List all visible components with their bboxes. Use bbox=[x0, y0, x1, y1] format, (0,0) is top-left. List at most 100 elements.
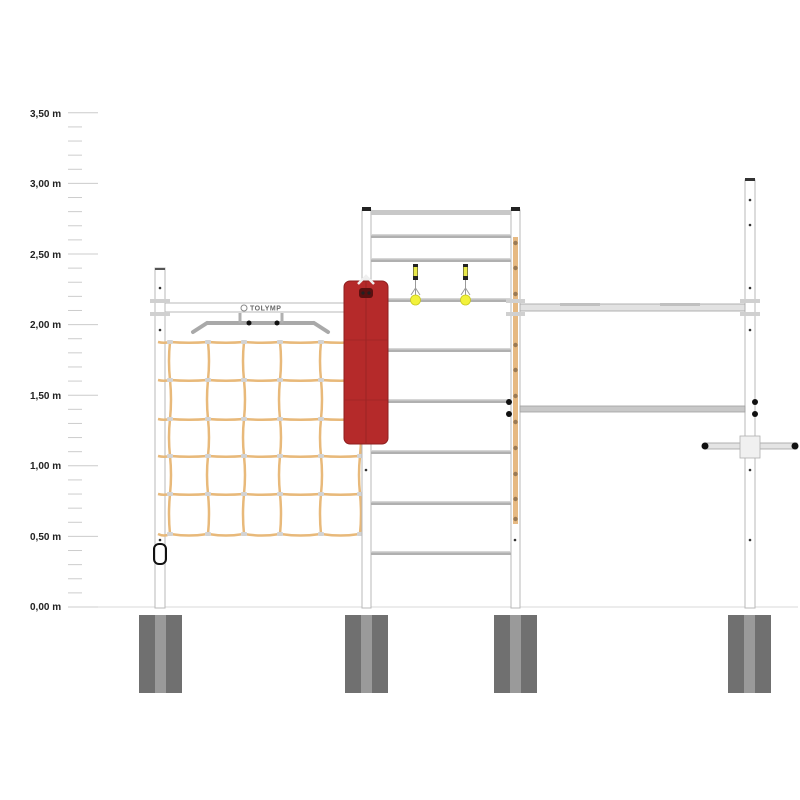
pull-up-bar bbox=[191, 313, 330, 334]
bolt-dot bbox=[748, 198, 752, 202]
wood-peg bbox=[513, 419, 518, 425]
wood-peg bbox=[513, 393, 518, 399]
brand-name: TOLYMP bbox=[250, 306, 281, 313]
wall-bar-rung bbox=[371, 399, 511, 403]
net-knot bbox=[277, 340, 283, 344]
wall-bar-rung-highlight bbox=[371, 258, 511, 260]
net-knot bbox=[318, 378, 324, 382]
wall-bar-rung-highlight bbox=[371, 234, 511, 236]
bolt-dot bbox=[158, 286, 162, 290]
net-knot bbox=[277, 417, 283, 421]
net-knot bbox=[167, 492, 173, 496]
net-knot bbox=[277, 378, 283, 382]
post-right bbox=[744, 179, 756, 609]
wood-peg bbox=[513, 516, 518, 522]
gym-ring-handle bbox=[410, 264, 421, 306]
wall-bar-rung bbox=[371, 551, 511, 555]
bolt-dot bbox=[158, 328, 162, 332]
brand-logo: TOLYMP bbox=[240, 304, 281, 313]
horizontal-ladder bbox=[519, 303, 746, 312]
gym-ring-handle bbox=[460, 264, 471, 306]
gym-ring-handles bbox=[410, 264, 471, 306]
net-knot bbox=[241, 417, 247, 421]
scale-label-0-00: 0,00 m bbox=[30, 602, 61, 613]
net-rope bbox=[157, 492, 361, 496]
net-section: TOLYMP bbox=[150, 267, 363, 609]
net-knot bbox=[167, 532, 173, 536]
net-knot bbox=[241, 532, 247, 536]
net-knot bbox=[318, 532, 324, 536]
post-dots bbox=[158, 198, 752, 542]
net-knot bbox=[277, 532, 283, 536]
net-rope bbox=[157, 454, 361, 458]
wall-bar-rung-highlight bbox=[371, 399, 511, 401]
net-knot bbox=[318, 340, 324, 344]
net-knot bbox=[318, 492, 324, 496]
foundation-block bbox=[345, 615, 388, 693]
bolt-dot bbox=[513, 538, 517, 542]
bolt-dot bbox=[748, 223, 752, 227]
knob-icon bbox=[752, 411, 758, 417]
wall-bar-rung-highlight bbox=[371, 298, 511, 300]
bolt-dot bbox=[748, 538, 752, 542]
net-rope bbox=[205, 341, 211, 535]
scale-label-2-00: 2,00 m bbox=[30, 320, 61, 331]
punching-bag bbox=[343, 274, 389, 445]
net-knot bbox=[277, 454, 283, 458]
wall-bar-rung bbox=[371, 258, 511, 262]
wall-bar-rungs bbox=[371, 234, 511, 555]
wall-bar-rung bbox=[371, 501, 511, 505]
wood-peg bbox=[513, 342, 518, 348]
net-knot bbox=[205, 417, 211, 421]
net-knot bbox=[167, 417, 173, 421]
scale-label-1-50: 1,50 m bbox=[30, 391, 61, 402]
wall-bar-rung-highlight bbox=[371, 551, 511, 553]
foundation-block bbox=[139, 615, 182, 693]
knob-icon bbox=[506, 411, 512, 417]
net-rope bbox=[157, 378, 361, 382]
net-rope bbox=[241, 341, 247, 535]
scale-label-2-50: 2,50 m bbox=[30, 250, 61, 261]
net-knot bbox=[318, 454, 324, 458]
net-knot bbox=[241, 454, 247, 458]
wood-peg bbox=[513, 471, 518, 477]
net-knot bbox=[205, 532, 211, 536]
height-scale: 0,00 m 0,50 m 1,00 m 1,50 m 2,00 m 2,50 … bbox=[30, 109, 798, 613]
bolt-dot bbox=[748, 328, 752, 332]
net-knot bbox=[241, 340, 247, 344]
net-knot bbox=[318, 417, 324, 421]
carabiner-icon bbox=[153, 543, 167, 565]
parallel-bar bbox=[519, 405, 746, 413]
net-knot bbox=[241, 378, 247, 382]
knob-icon bbox=[506, 399, 512, 405]
knob-icon bbox=[752, 399, 758, 405]
net-rope bbox=[277, 341, 283, 535]
wall-bar-rung bbox=[371, 348, 511, 352]
wall-bar-rung bbox=[371, 450, 511, 454]
net-rope bbox=[318, 341, 324, 535]
net-knot bbox=[205, 378, 211, 382]
net-knot bbox=[167, 454, 173, 458]
net-knot bbox=[167, 378, 173, 382]
wood-peg bbox=[513, 265, 518, 271]
scale-label-0-50: 0,50 m bbox=[30, 532, 61, 543]
climbing-net bbox=[157, 340, 363, 537]
net-rope bbox=[157, 340, 361, 344]
net-rope bbox=[167, 341, 173, 535]
wood-inset bbox=[513, 237, 518, 524]
wood-pegs bbox=[513, 240, 518, 522]
scale-label-1-00: 1,00 m bbox=[30, 461, 61, 472]
net-rope bbox=[157, 532, 361, 537]
net-rope bbox=[157, 417, 361, 421]
wall-bar-rung-highlight bbox=[371, 348, 511, 350]
bolt-dot bbox=[748, 468, 752, 472]
wood-peg bbox=[513, 496, 518, 502]
foundation-blocks bbox=[139, 615, 771, 693]
post-left bbox=[154, 267, 166, 609]
net-knot bbox=[241, 492, 247, 496]
wood-peg bbox=[513, 445, 518, 451]
wall-bars-top-rail bbox=[371, 210, 511, 215]
ladder-section bbox=[158, 178, 799, 609]
foundation-block bbox=[728, 615, 771, 693]
net-knot bbox=[205, 454, 211, 458]
